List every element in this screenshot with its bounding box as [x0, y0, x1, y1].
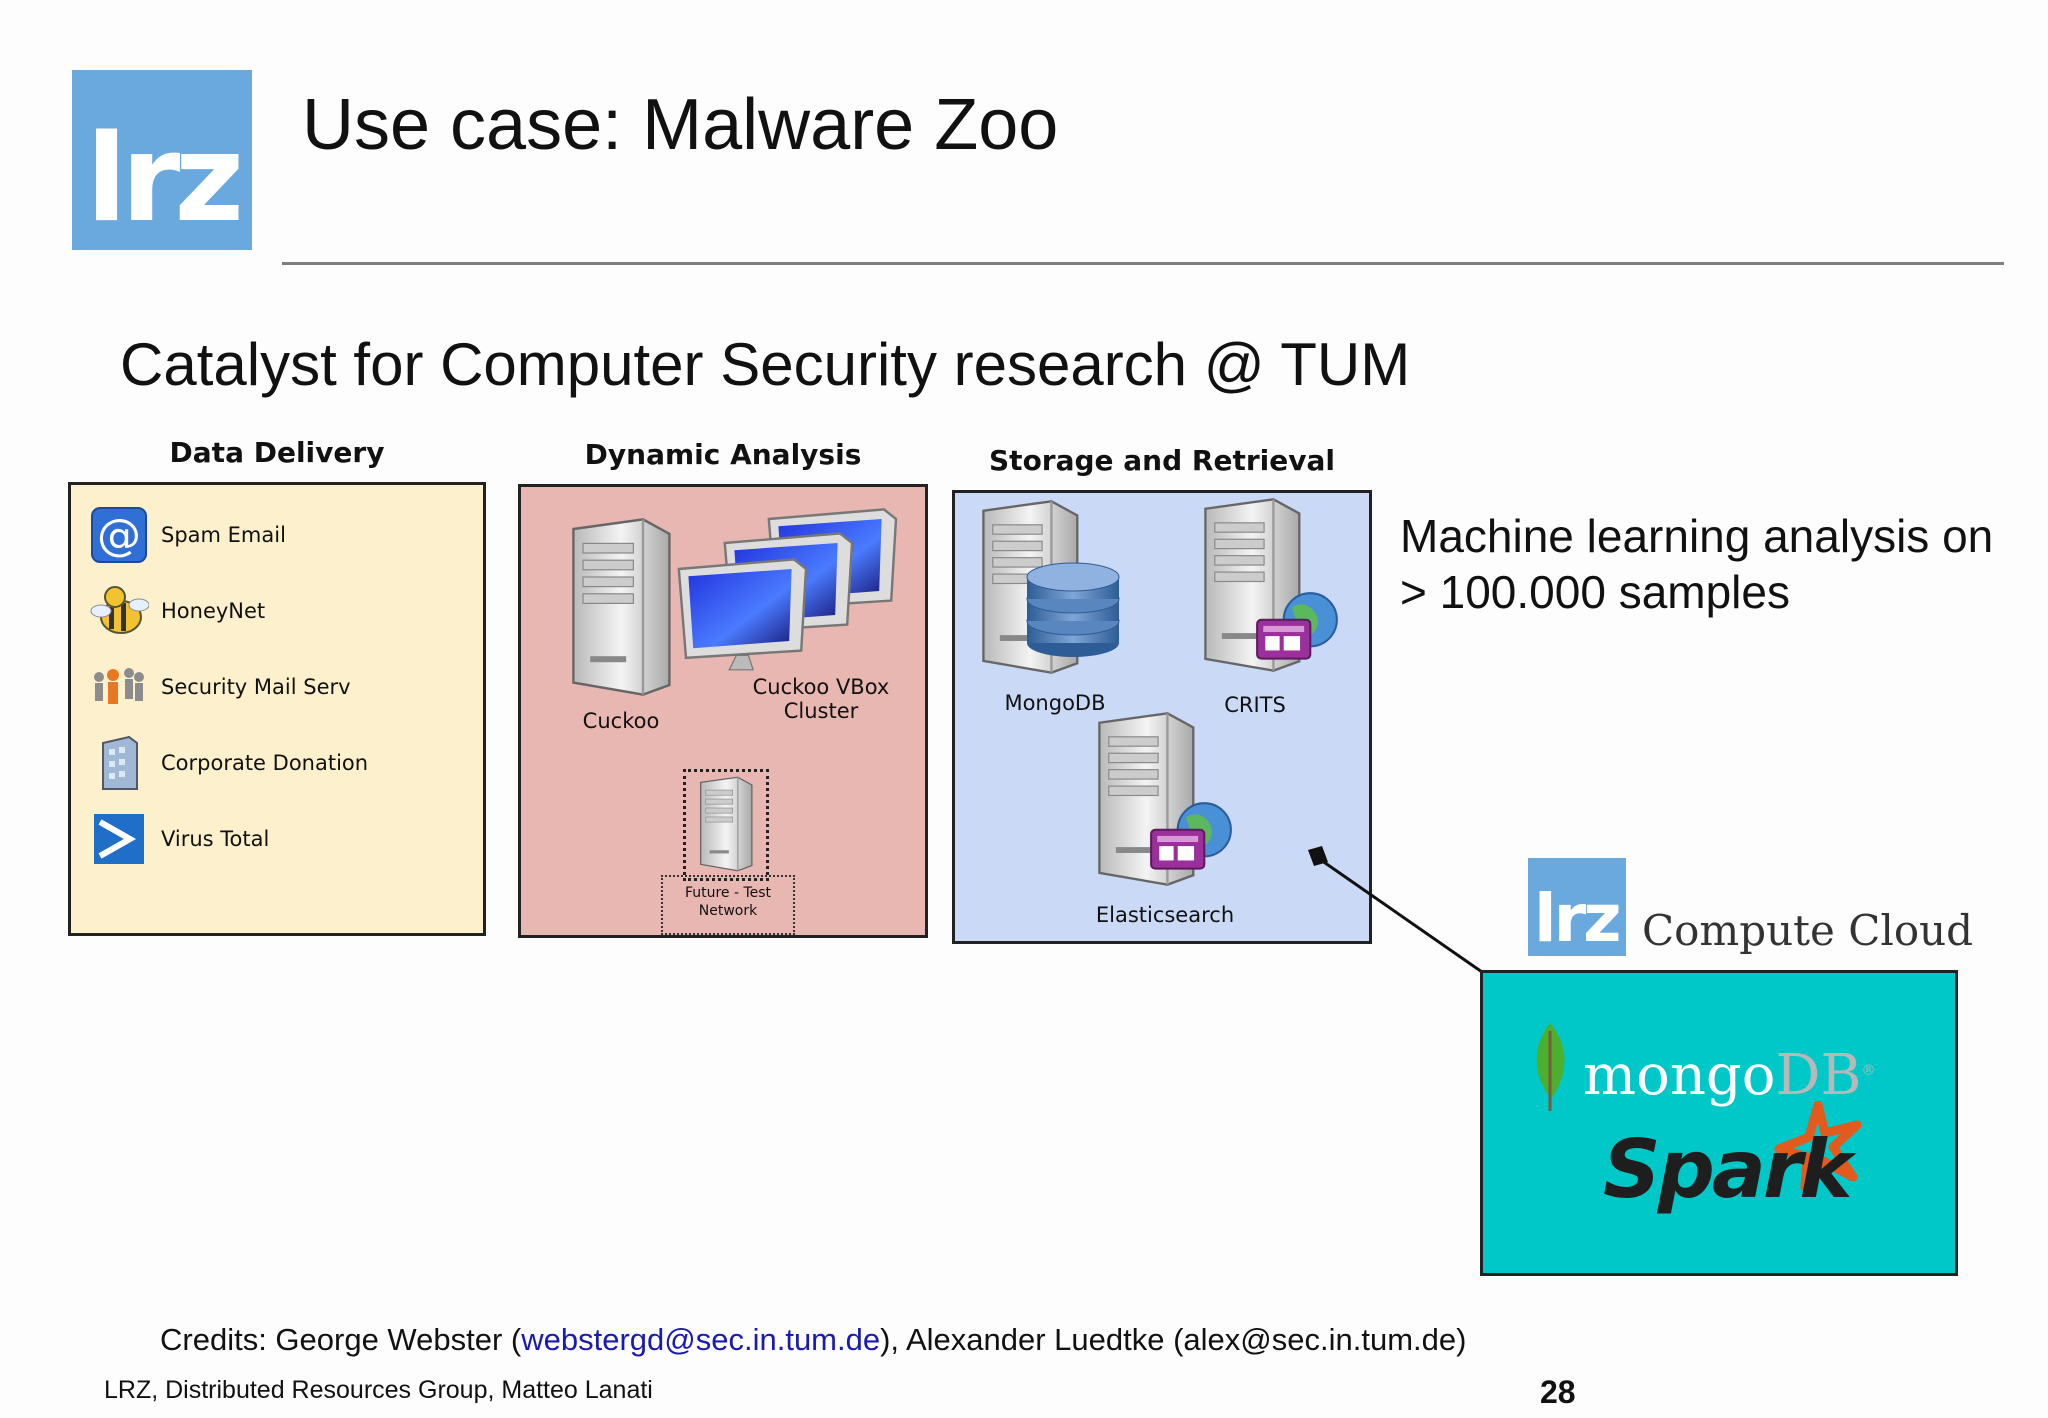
title-rule [282, 262, 2004, 265]
mongodb-reg-mark: ® [1861, 1062, 1876, 1079]
globe-app-icon [1251, 589, 1343, 671]
mongodb-label: MongoDB [1004, 691, 1106, 715]
list-item: @ Spam Email [89, 505, 286, 565]
lrz-logo-text: lrz [86, 110, 244, 249]
data-delivery-title: Data Delivery [169, 436, 385, 469]
slide-title: Use case: Malware Zoo [302, 85, 1059, 165]
elasticsearch-label: Elasticsearch [1095, 903, 1235, 927]
at-sign-icon: @ [89, 505, 149, 565]
vbox-label-line2: Cluster [783, 699, 859, 723]
ml-analysis-text: Machine learning analysis on > 100.000 s… [1400, 508, 1993, 620]
storage-panel: MongoDB CRITS Elasticsearch [952, 490, 1372, 944]
credits-email-link[interactable]: webstergd@sec.in.tum.de [521, 1322, 881, 1357]
corporate-donation-label: Corporate Donation [161, 751, 369, 775]
list-item: Security Mail Serv [89, 657, 351, 717]
dynamic-analysis-title: Dynamic Analysis [584, 438, 862, 471]
lrz-cloud-logo: lrz [1528, 858, 1626, 956]
virustotal-icon [89, 809, 149, 869]
credits-suffix: ), Alexander Luedtke (alex@sec.in.tum.de… [880, 1322, 1467, 1357]
monitor-icon [671, 557, 821, 677]
page-number: 28 [1540, 1374, 1576, 1410]
spam-email-label: Spam Email [161, 523, 286, 547]
list-item: Virus Total [89, 809, 269, 869]
future-label-line2: Network [698, 903, 758, 919]
crits-label: CRITS [1224, 693, 1286, 717]
future-server-frame [683, 769, 769, 881]
mongodb-leaf-icon [1536, 1023, 1565, 1111]
honeynet-label: HoneyNet [161, 599, 266, 623]
building-icon [89, 733, 149, 793]
credits: Credits: George Webster (webstergd@sec.i… [160, 1322, 1466, 1358]
future-network-box: Future - Test Network [661, 875, 795, 935]
ml-line1: Machine learning analysis on [1400, 510, 1994, 562]
credits-prefix: Credits: George Webster ( [160, 1322, 522, 1357]
data-delivery-panel: @ Spam Email HoneyNet Security Mail Serv… [68, 482, 486, 936]
mongodb-logo-part1: mongo [1583, 1043, 1776, 1108]
future-server-icon [692, 776, 758, 872]
future-label-line1: Future - Test [684, 885, 772, 901]
lrz-cloud-logo-text: lrz [1534, 880, 1622, 957]
footer-text: LRZ, Distributed Resources Group, Matteo… [104, 1376, 653, 1404]
people-icon [89, 657, 149, 717]
dynamic-analysis-panel: Cuckoo Cuckoo VBox Cluster Future - Test… [518, 484, 928, 938]
slide-subtitle: Catalyst for Computer Security research … [120, 331, 1411, 398]
connector-arrow [1308, 846, 1483, 974]
list-item: Corporate Donation [89, 733, 368, 793]
lrz-logo: lrz [72, 70, 252, 250]
cuckoo-label: Cuckoo [582, 709, 660, 733]
ml-line2: > 100.000 samples [1400, 566, 1790, 619]
mongodb-logo-part2: DB [1775, 1043, 1862, 1108]
globe-app-icon [1145, 799, 1237, 881]
svg-text:@: @ [97, 510, 141, 561]
vbox-label-line1: Cuckoo VBox [752, 675, 890, 699]
compute-cloud-box: mongoDB® Spark [1480, 970, 1958, 1276]
spark-logo: Spark [1603, 1123, 1853, 1216]
storage-title: Storage and Retrieval [989, 444, 1335, 477]
list-item: HoneyNet [89, 581, 265, 641]
spark-star-icon [1774, 1101, 1862, 1191]
mongodb-logo: mongoDB® [1583, 1043, 1876, 1108]
compute-cloud-label: Compute Cloud [1642, 906, 1974, 955]
database-icon [1026, 562, 1120, 657]
virus-total-label: Virus Total [161, 827, 270, 851]
bee-icon [89, 581, 149, 641]
cuckoo-server-icon [559, 517, 679, 697]
security-mail-label: Security Mail Serv [161, 675, 351, 699]
